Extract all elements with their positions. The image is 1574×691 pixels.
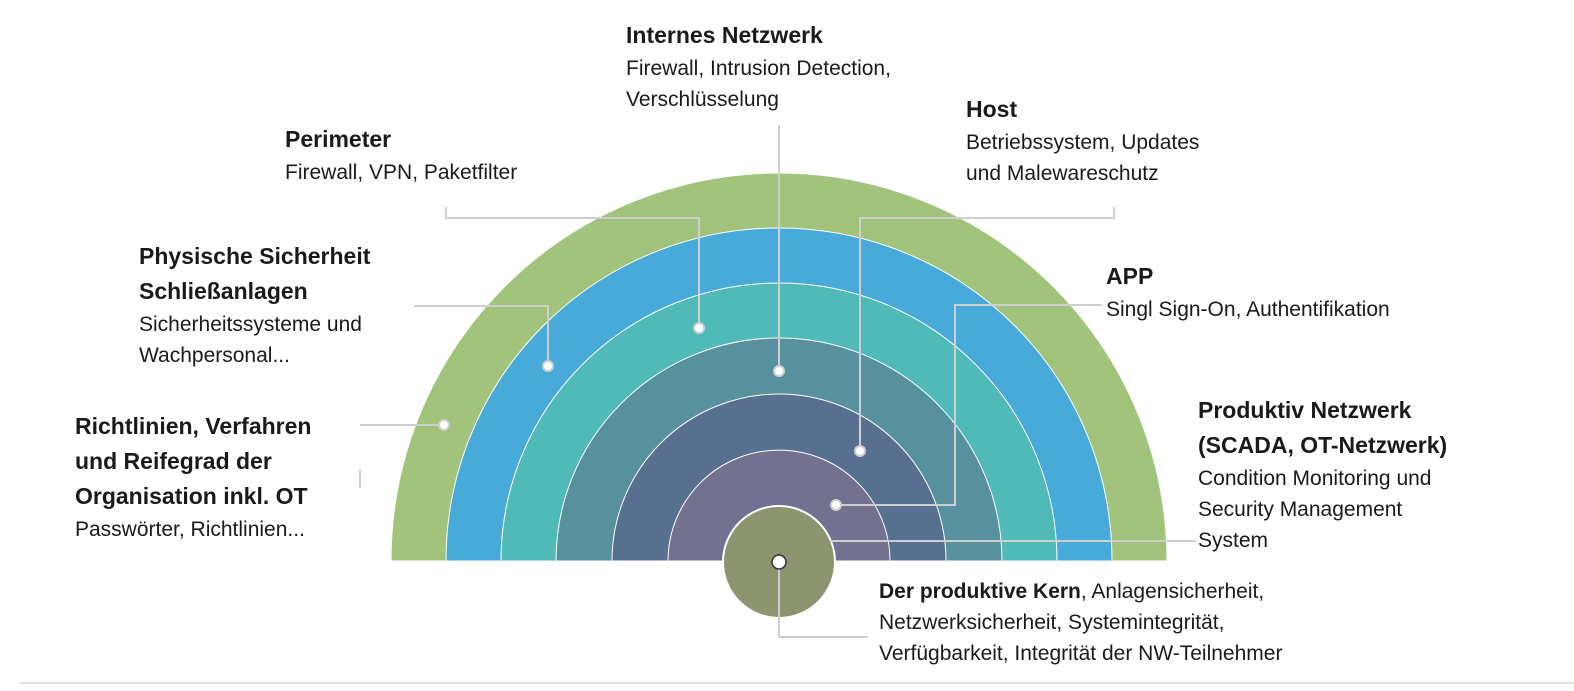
label-richtlinien: Richtlinien, Verfahren und Reifegrad der… [75,409,311,545]
marker-internes-netzwerk [773,365,785,377]
internes-netzwerk-desc: Firewall, Intrusion Detection, Verschlüs… [626,57,891,111]
label-app: APP Singl Sign-On, Authentifikation [1106,259,1390,325]
app-desc: Singl Sign-On, Authentifikation [1106,298,1390,321]
connector-perimeter [445,207,700,328]
perimeter-title: Perimeter [285,126,392,152]
label-internes-netzwerk: Internes Netzwerk Firewall, Intrusion De… [626,18,891,115]
marker-richtlinien [438,419,450,431]
physische-sicherheit-title: Physische Sicherheit Schließanlagen [139,243,371,304]
perimeter-desc: Firewall, VPN, Paketfilter [285,161,518,184]
app-title: APP [1106,263,1154,289]
kern-title: Der produktive Kern [879,580,1081,603]
marker-physische-sicherheit [542,360,554,372]
connector-host [859,207,1115,451]
marker-perimeter [693,322,705,334]
layer-rings [390,172,1168,619]
marker-app [830,499,842,511]
connector-physische-sicherheit [414,305,549,366]
physische-sicherheit-desc: Sicherheitssysteme und Wachpersonal... [139,313,362,367]
label-host: Host Betriebssystem, Updates und Malewar… [966,92,1199,189]
label-physische-sicherheit: Physische Sicherheit Schließanlagen Sich… [139,239,370,371]
marker-kern [771,554,787,570]
host-title: Host [966,96,1018,122]
label-kern: Der produktive Kern, Anlagensicherheit, … [879,576,1282,669]
label-perimeter: Perimeter Firewall, VPN, Paketfilter [285,122,517,188]
connector-lines [359,125,1196,638]
richtlinien-desc: Passwörter, Richtlinien... [75,518,305,541]
richtlinien-title: Richtlinien, Verfahren und Reifegrad der… [75,413,312,509]
connector-kern [778,562,868,638]
connector-app [836,304,1102,506]
internes-netzwerk-title: Internes Netzwerk [626,22,823,48]
kern-desc: , Anlagensicherheit, Netzwerksicherheit,… [879,580,1283,665]
host-desc: Betriebssystem, Updates und Malewareschu… [966,131,1200,185]
produktiv-netzwerk-title: Produktiv Netzwerk (SCADA, OT-Netzwerk) [1198,397,1448,458]
layer-markers [438,322,866,511]
marker-host [854,445,866,457]
produktiv-netzwerk-desc: Condition Monitoring und Security Manage… [1198,467,1432,552]
label-produktiv-netzwerk: Produktiv Netzwerk (SCADA, OT-Netzwerk) … [1198,393,1447,556]
